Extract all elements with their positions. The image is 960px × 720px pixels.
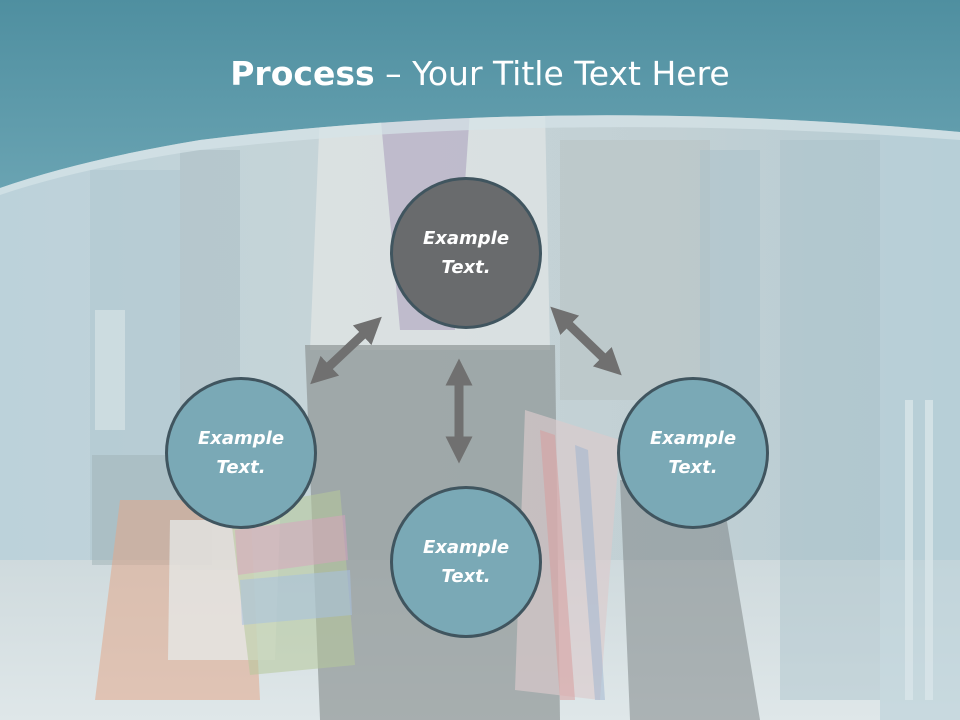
title-rest: Your Title Text Here (412, 54, 730, 93)
node-right-label: Example Text. (633, 424, 753, 482)
page-title: Process – Your Title Text Here (0, 52, 960, 96)
node-left: Example Text. (165, 377, 317, 529)
node-bottom-line1: Example (422, 537, 510, 558)
node-right-line1: Example (649, 428, 737, 449)
node-bottom-label: Example Text. (406, 533, 526, 591)
node-right: Example Text. (617, 377, 769, 529)
title-separator: – (374, 54, 413, 93)
node-top-line1: Example (422, 228, 510, 249)
node-left-label: Example Text. (181, 424, 301, 482)
node-left-line2: Text. (216, 457, 266, 478)
node-top-label: Example Text. (406, 224, 526, 282)
node-right-line2: Text. (668, 457, 718, 478)
node-top-line2: Text. (441, 257, 491, 278)
node-bottom: Example Text. (390, 486, 542, 638)
title-strong: Process (230, 54, 375, 93)
node-top: Example Text. (390, 177, 542, 329)
node-left-line1: Example (197, 428, 285, 449)
node-bottom-line2: Text. (441, 566, 491, 587)
